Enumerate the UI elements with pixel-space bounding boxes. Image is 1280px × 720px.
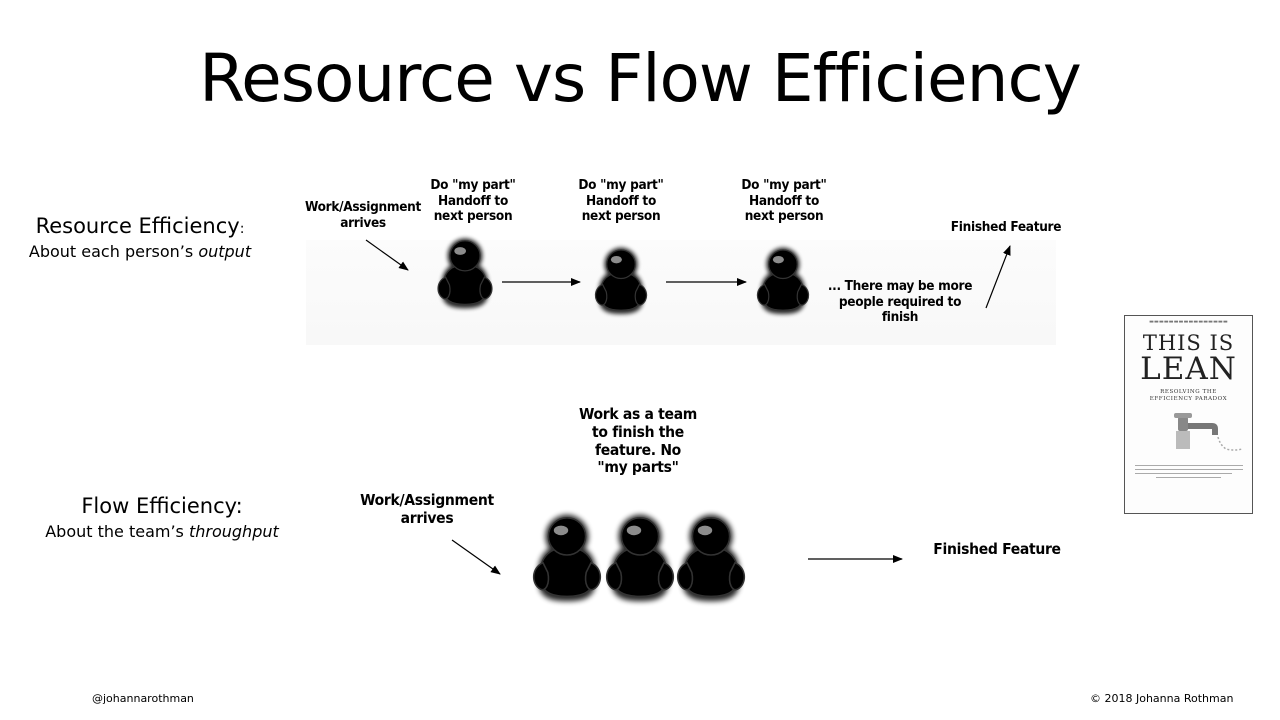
book-cover-image: ▬▬▬▬▬▬▬▬▬▬▬▬▬▬▬▬ THIS IS LEAN RESOLVING … <box>1124 315 1253 514</box>
person-icon-green <box>595 248 646 314</box>
team-person-icon-yellow <box>678 515 745 601</box>
slide-title: Resource vs Flow Efficiency <box>199 40 1082 117</box>
resource-step-label-1: Do "my part" Handoff to next person <box>430 177 516 225</box>
resource-arrow-finished <box>985 245 1011 309</box>
book-top-rule: ▬▬▬▬▬▬▬▬▬▬▬▬▬▬▬▬ <box>1149 319 1228 325</box>
book-blurb-lines <box>1134 465 1243 479</box>
flow-team-note: Work as a team to finish the feature. No… <box>578 405 698 477</box>
resource-more-people-note: ... There may be more people required to… <box>827 278 973 326</box>
footer-copyright: © 2018 Johanna Rothman <box>1090 692 1234 705</box>
resource-finished-label: Finished Feature <box>950 219 1062 235</box>
resource-arrives-label: Work/Assignment arrives <box>305 199 421 231</box>
flow-label-block: Flow Efficiency: About the team’s throug… <box>42 494 282 541</box>
resource-step-label-3: Do "my part" Handoff to next person <box>741 177 827 225</box>
team-person-icon-purple <box>534 515 601 601</box>
resource-arrow-arrives <box>365 239 409 271</box>
book-title-line1: THIS IS <box>1142 331 1235 355</box>
resource-heading: Resource Efficiency: <box>35 214 245 238</box>
resource-subtitle: About each person’s output <box>28 242 252 261</box>
flow-finished-label: Finished Feature <box>933 540 1061 558</box>
faucet-icon <box>1173 413 1242 452</box>
resource-label-block: Resource Efficiency: About each person’s… <box>20 214 260 261</box>
resource-diagram-background <box>306 240 1056 345</box>
flow-heading: Flow Efficiency: <box>81 494 243 518</box>
person-icon-yellow <box>757 248 808 314</box>
book-subtitle: RESOLVING THE EFFICIENCY PARADOX <box>1149 389 1228 403</box>
flow-arrives-label: Work/Assignment arrives <box>360 491 494 527</box>
book-title-line2: LEAN <box>1140 351 1237 387</box>
flow-arrow-arrives <box>451 539 501 575</box>
team-person-icon-green <box>607 515 674 601</box>
resource-step-label-2: Do "my part" Handoff to next person <box>578 177 664 225</box>
flow-subtitle: About the team’s throughput <box>45 522 279 541</box>
footer-handle: @johannarothman <box>92 692 194 705</box>
person-icon-purple <box>438 238 492 308</box>
